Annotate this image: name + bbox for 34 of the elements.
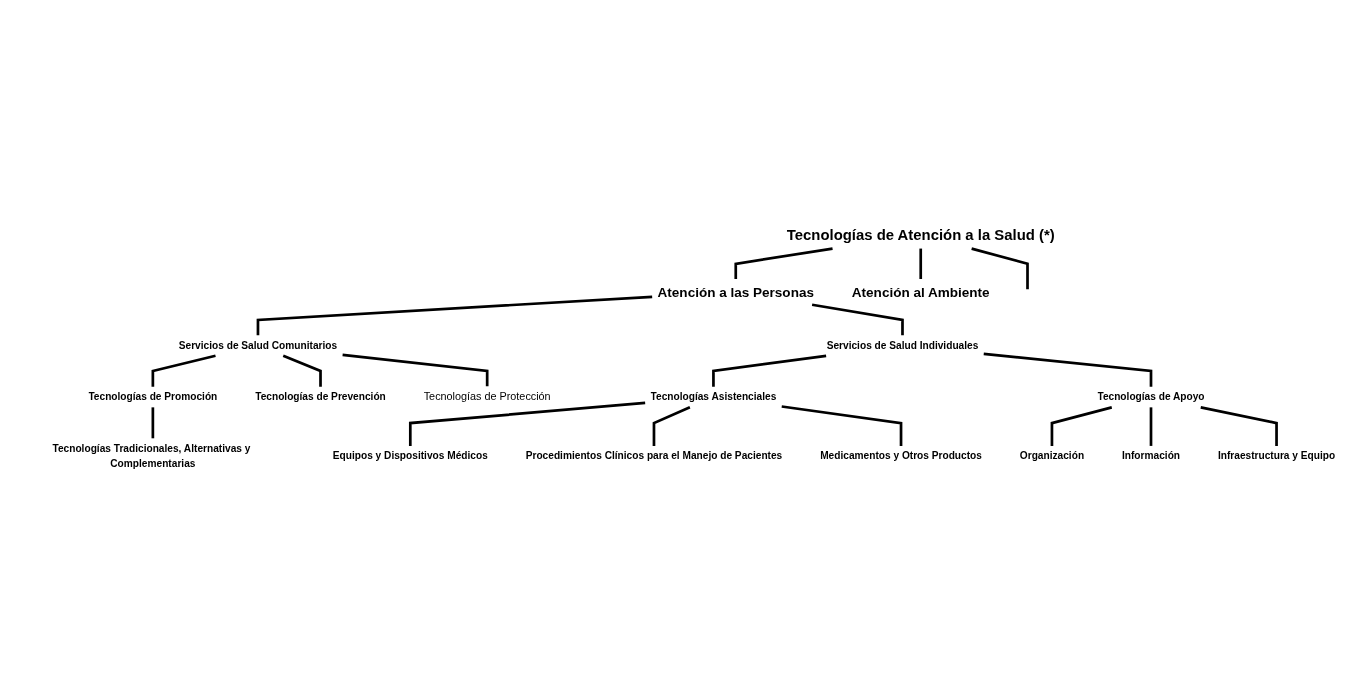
node-text: Atención a las Personas [657,284,814,300]
node-text: Servicios de Salud Individuales [826,339,979,351]
connector-line [282,354,322,387]
connector-line [1050,406,1113,446]
node-text: Tecnologías de Atención a la Salud (*) [786,226,1055,244]
node-text: Atención al Ambiente [851,284,990,300]
connector-line [151,354,216,387]
node-text: Tecnologías Asistenciales [650,390,777,403]
connector-line [1149,407,1153,446]
connector-line [971,247,1029,290]
node-text: Infraestructura y Equipo [1217,449,1336,462]
node-text: Información [1121,449,1181,462]
node-text: Organización [1019,449,1085,462]
node-text: Servicios de Salud Comunitarios [178,339,338,351]
connector-line [919,248,923,279]
connector-line [983,352,1153,387]
node-text: Equipos y Dispositivos Médicos [332,449,488,462]
connector-line [408,401,646,446]
connector-line [256,295,653,336]
connector-line [652,406,691,446]
node-text: Medicamentos y Otros Productos [820,449,982,462]
connector-line [1200,406,1278,446]
node-text: Procedimientos Clínicos para el Manejo de Pacientes [525,449,783,462]
connector-line [712,354,827,387]
node-text: Tecnologías Tradicionales, Alternativas y Complementarias [52,442,251,470]
node-text: Tecnologías de Protección [423,390,551,403]
node-text: Tecnologías de Prevención [255,390,386,403]
node-text: Tecnologías de Apoyo [1097,390,1205,403]
connector-line [811,303,904,336]
connector-line [151,407,155,439]
connector-line [781,405,903,446]
connector-line [734,247,833,279]
node-text: Tecnologías de Promoción [88,390,218,403]
connector-line [342,353,489,387]
